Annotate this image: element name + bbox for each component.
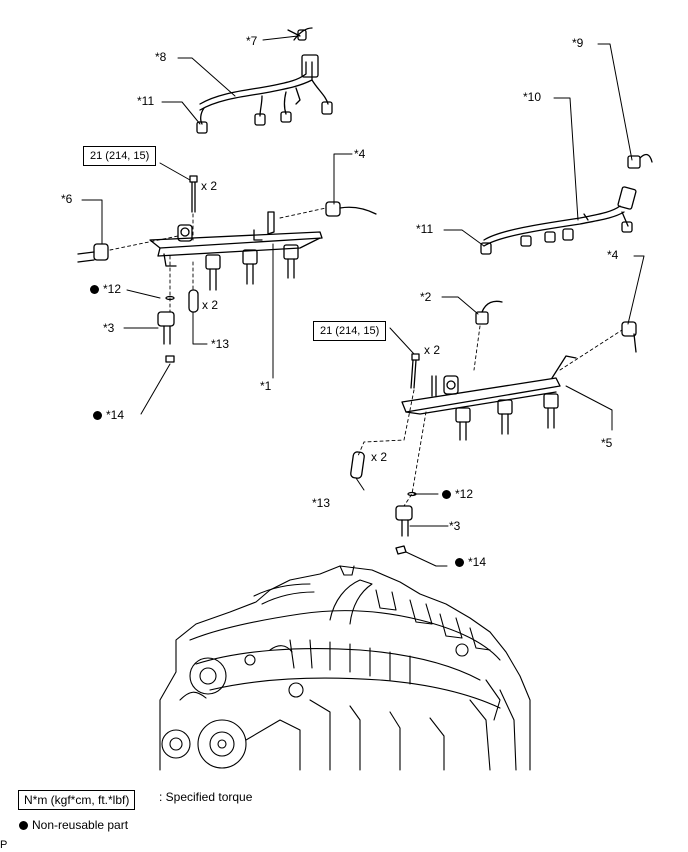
wire-harness-right	[480, 153, 653, 255]
callout-4-right: *4	[607, 248, 619, 262]
fuel-rail-right	[401, 355, 577, 441]
callout-10: *10	[523, 90, 542, 104]
callout-8: *8	[155, 50, 167, 64]
bolt-left	[189, 175, 198, 213]
connector-right-2	[475, 300, 503, 325]
legend-torque-box: N*m (kgf*cm, ft.*lbf)	[18, 790, 136, 810]
legend-torque-desc: : Specified torque	[159, 790, 253, 804]
injector-right	[350, 451, 417, 555]
callout-11-left: *11	[137, 94, 155, 108]
callout-14-left: *14	[93, 408, 124, 422]
callout-14-right: *14	[455, 555, 486, 569]
nonreusable-dot-icon	[442, 490, 451, 499]
callout-11-right: *11	[416, 222, 434, 236]
torque-box-left: 21 (214, 15)	[83, 146, 157, 166]
callout-13-right: *13	[312, 496, 331, 510]
nonreusable-dot-icon	[90, 285, 99, 294]
connector-right-4	[621, 321, 637, 353]
legend-nonreusable: Non-reusable part	[19, 818, 128, 832]
callout-3-right: *3	[449, 519, 461, 533]
fuel-rail-left	[149, 211, 323, 291]
wire-harness-left	[196, 27, 333, 134]
qty-bolt-right: x 2	[424, 343, 441, 357]
bolt-right	[410, 353, 420, 389]
callout-4-left: *4	[354, 147, 366, 161]
qty-sleeve-left: x 2	[202, 298, 219, 312]
engine-illustration	[159, 565, 531, 771]
leader-lines	[81, 35, 645, 567]
assembly-dashed-lines	[109, 207, 623, 507]
nonreusable-dot-icon	[93, 411, 102, 420]
callout-7: *7	[246, 34, 258, 48]
nonreusable-dot-icon	[455, 558, 464, 567]
callout-1: *1	[260, 379, 272, 393]
connector-left-4	[325, 201, 377, 217]
qty-sleeve-right: x 2	[371, 450, 388, 464]
corner-code: P	[0, 839, 8, 851]
callout-9: *9	[572, 36, 584, 50]
callout-12-right: *12	[442, 487, 473, 501]
nonreusable-dot-icon	[19, 821, 28, 830]
callout-13-left: *13	[211, 337, 230, 351]
callout-6: *6	[61, 192, 73, 206]
callout-3-left: *3	[103, 321, 115, 335]
callout-12-left: *12	[90, 282, 121, 296]
injector-left	[157, 289, 199, 363]
callout-5: *5	[601, 436, 613, 450]
connector-left-6	[77, 243, 109, 263]
qty-bolt-left: x 2	[201, 179, 218, 193]
callout-2: *2	[420, 290, 432, 304]
torque-box-right: 21 (214, 15)	[313, 321, 387, 341]
